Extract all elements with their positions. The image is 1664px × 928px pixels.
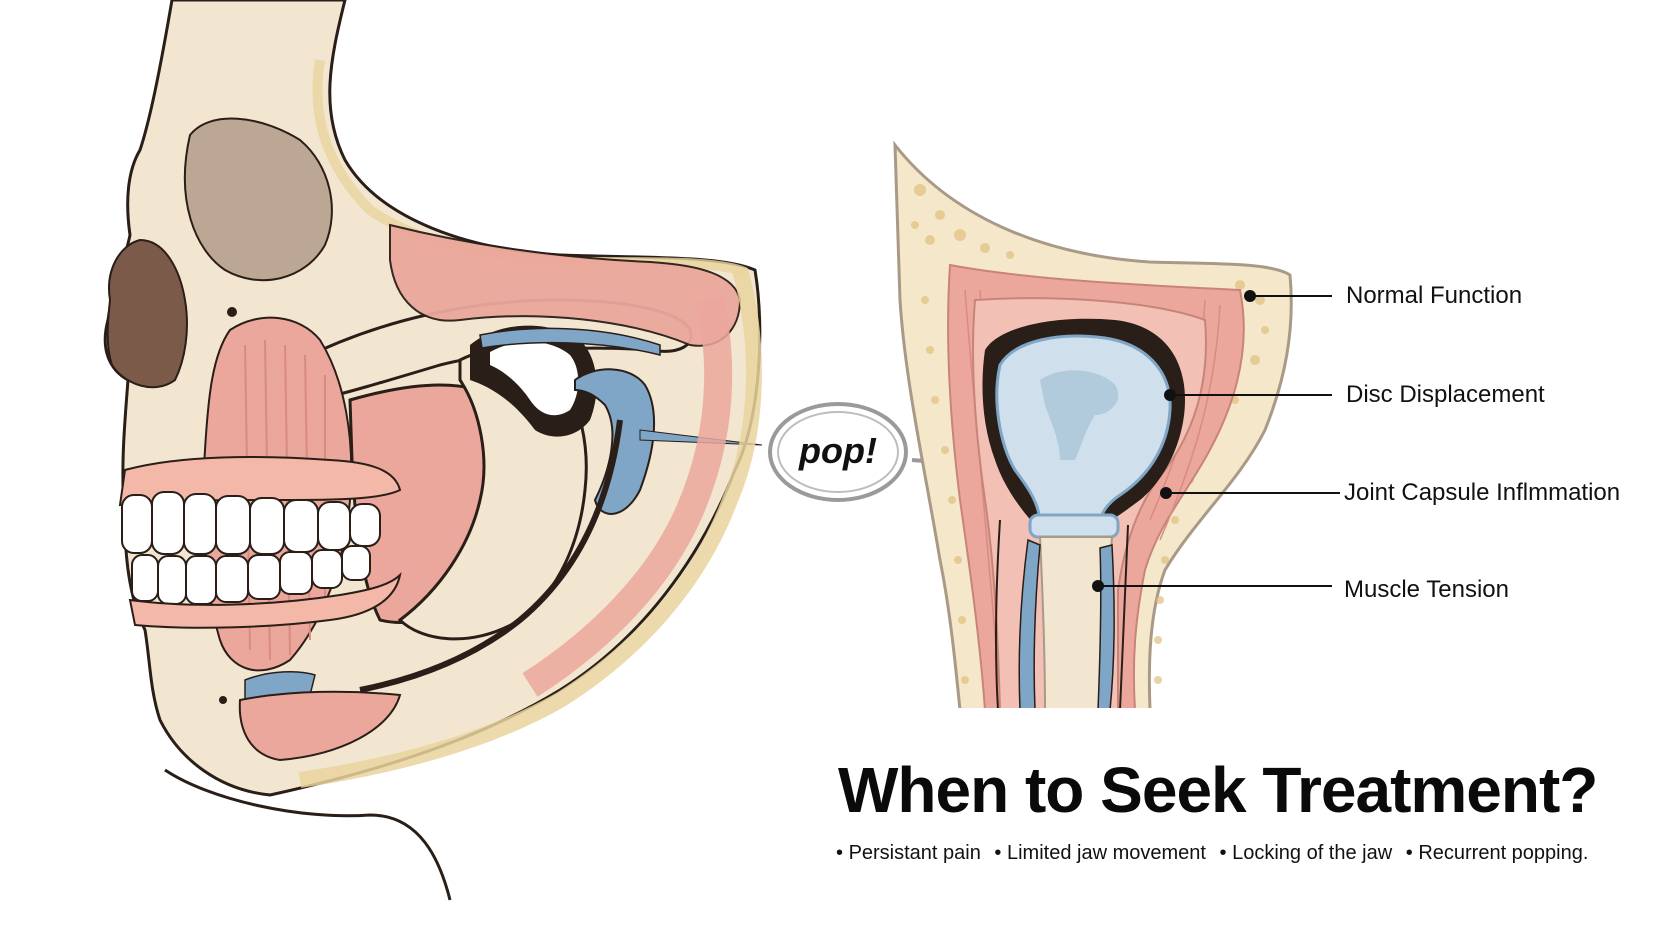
label-normal-function: Normal Function (1346, 282, 1523, 309)
dot-joint-capsule (1160, 487, 1172, 499)
disc-strip-upper (479, 327, 661, 356)
neck-line (164, 768, 452, 901)
disc-band (1028, 513, 1120, 539)
foramen-dot (227, 307, 237, 317)
inner-muscle-layer (522, 297, 733, 697)
symptom-item: Persistant pain (836, 842, 981, 864)
chin-muscle (238, 690, 402, 762)
leader-dots (1092, 290, 1256, 592)
label-disc-displacement: Disc Displacement (1346, 381, 1545, 408)
joint-cross-section (893, 140, 1293, 738)
page-title: When to Seek Treatment? (838, 754, 1598, 826)
symptom-list: Persistant pain Limited jaw movement Loc… (836, 842, 1596, 864)
pop-callout (768, 402, 1031, 502)
label-muscle-tension: Muscle Tension (1344, 576, 1509, 603)
condyle-highlight (1040, 370, 1119, 460)
eye-orbit (183, 117, 333, 282)
symptom-item: Recurrent popping. (1406, 842, 1589, 864)
tendon-right (1097, 544, 1115, 711)
section-bottom-clip (940, 708, 1170, 738)
pop-callout-text: pop! (799, 430, 877, 471)
label-leaders (1100, 295, 1340, 587)
dark-capsule-line (359, 419, 623, 693)
lower-teeth (131, 545, 371, 605)
nasal-cavity (106, 238, 188, 389)
dot-muscle-tension (1092, 580, 1104, 592)
outer-capsule-layers (298, 267, 762, 788)
upper-teeth (121, 491, 381, 555)
skull-side-view (103, 0, 763, 901)
dot-normal-function (1244, 290, 1256, 302)
neck-outline-right (1119, 524, 1129, 711)
lower-gum (128, 571, 402, 629)
mental-foramen-dot (219, 696, 227, 704)
spongy-bone-texture (911, 184, 1269, 684)
symptom-item: Limited jaw movement (994, 842, 1206, 864)
neck-outline-left (994, 519, 1001, 711)
label-joint-capsule-inflammation: Joint Capsule Inflmmation (1344, 479, 1621, 506)
symptom-item: Locking of the jaw (1220, 842, 1393, 864)
dot-disc-displacement (1164, 389, 1176, 401)
condyle-fossa-white (490, 341, 579, 416)
